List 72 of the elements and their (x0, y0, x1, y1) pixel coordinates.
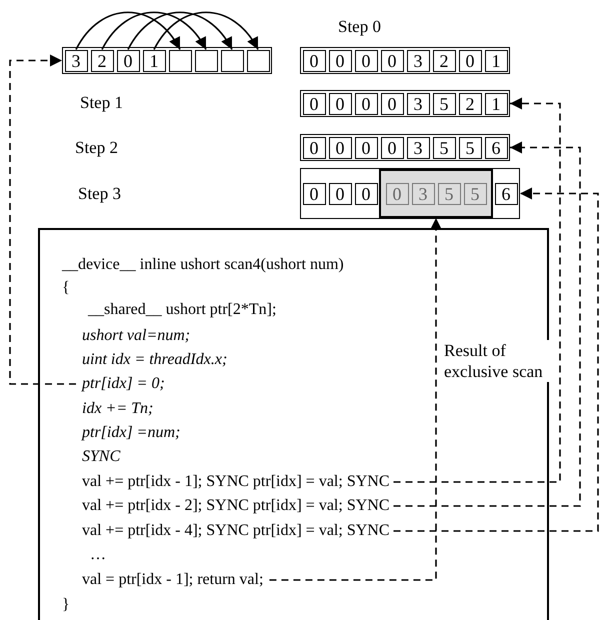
highlight-box (379, 169, 493, 218)
code-line: ptr[idx] =num; (82, 423, 180, 443)
array-cell: 3 (64, 50, 88, 72)
array-cell (194, 50, 218, 72)
array-cell: 6 (494, 182, 518, 204)
array-cell: 1 (484, 50, 508, 72)
code-line: } (62, 595, 70, 615)
array-cell (246, 50, 270, 72)
arrow (127, 12, 233, 50)
memory-array (300, 168, 520, 219)
code-line: __device__ inline ushort scan4(ushort num) (62, 255, 344, 275)
arrow (75, 12, 181, 50)
array-cell: 5 (464, 182, 486, 204)
array-cell: 0 (354, 136, 378, 158)
array-cell: 0 (328, 136, 352, 158)
array-cell: 0 (354, 92, 378, 114)
array-cell: 0 (328, 182, 352, 204)
code-line: SYNC (82, 447, 120, 467)
code-line: val = ptr[idx - 1]; return val; (82, 570, 264, 590)
memory-array (300, 47, 510, 74)
array-cell: 5 (438, 182, 460, 204)
array-cell (168, 50, 192, 72)
code-line: val += ptr[idx - 2]; SYNC ptr[idx] = val; SYNC (82, 496, 390, 516)
array-cell: 0 (302, 136, 326, 158)
array-cell: 0 (354, 50, 378, 72)
arrow (269, 218, 442, 581)
array-cell: 3 (406, 92, 430, 114)
array-cell: 0 (302, 182, 326, 204)
array-cell: 0 (328, 92, 352, 114)
array-cell: 0 (302, 50, 326, 72)
memory-array (62, 47, 272, 74)
array-cell: 5 (458, 136, 482, 158)
array-cell: 3 (412, 182, 434, 204)
code-line: uint idx = threadIdx.x; (82, 350, 228, 370)
array-cell: 0 (302, 92, 326, 114)
memory-array (300, 90, 510, 117)
array-cell: 0 (116, 50, 140, 72)
array-cell: 2 (432, 50, 456, 72)
array-cell: 1 (142, 50, 166, 72)
array-cell: 3 (406, 136, 430, 158)
array-cell (220, 50, 244, 72)
array-cell: 0 (328, 50, 352, 72)
array-cell: 2 (458, 92, 482, 114)
code-line: val += ptr[idx - 4]; SYNC ptr[idx] = val; SYNC (82, 521, 390, 541)
arrow (101, 12, 207, 50)
array-cell: 5 (432, 92, 456, 114)
code-line: ushort val=num; (82, 326, 190, 346)
note-text: Result of exclusive scan (444, 340, 549, 382)
code-line: val += ptr[idx - 1]; SYNC ptr[idx] = val; SYNC (82, 472, 390, 492)
code-box (38, 228, 549, 620)
arrow (394, 142, 581, 507)
array-cell: 1 (484, 92, 508, 114)
arrow (394, 98, 561, 483)
array-cell: 3 (406, 50, 430, 72)
array-cell: 2 (90, 50, 114, 72)
array-cell: 0 (458, 50, 482, 72)
arrow (394, 188, 599, 532)
array-cell: 6 (484, 136, 508, 158)
arrow (9, 54, 76, 385)
code-line: ptr[idx] = 0; (82, 374, 165, 394)
array-cell: 0 (354, 182, 378, 204)
code-line: __shared__ ushort ptr[2*Tn]; (88, 300, 276, 320)
code-line: { (62, 278, 70, 298)
array-cell: 0 (380, 136, 404, 158)
array-cell: 5 (432, 136, 456, 158)
array-cell: 0 (380, 50, 404, 72)
code-line: idx += Tn; (82, 399, 154, 419)
arrow (153, 12, 259, 50)
array-cell: 0 (386, 182, 408, 204)
code-line: … (90, 545, 106, 565)
array-cell: 0 (380, 92, 404, 114)
memory-array (300, 134, 510, 161)
